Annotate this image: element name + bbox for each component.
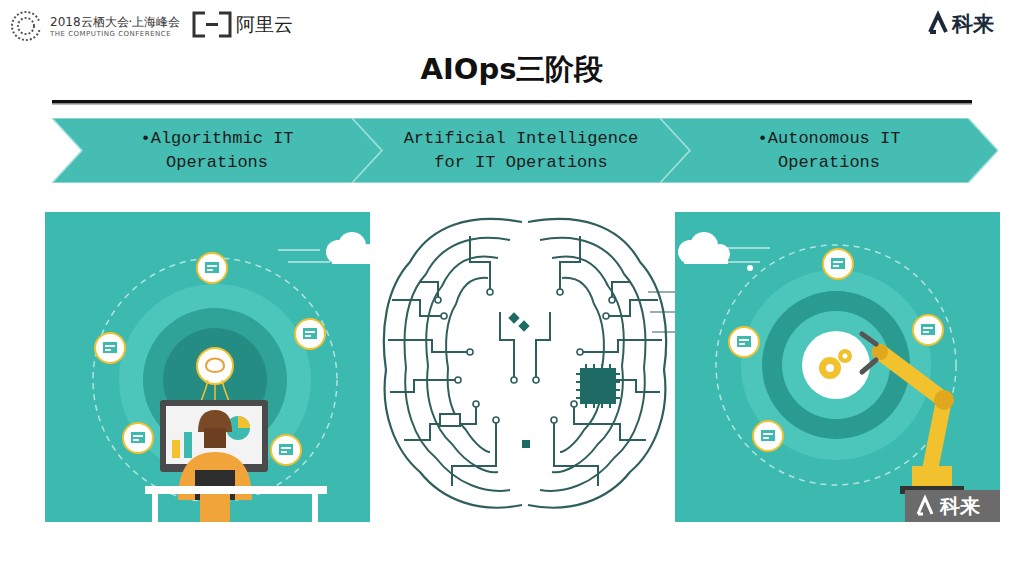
chevron-band: •Autonomous IT Operations <box>660 118 998 183</box>
chevron-shape <box>352 118 690 183</box>
chevron-band: •Algorithmic IT Operations <box>52 118 382 183</box>
text-column: •Autonomous IT Operations <box>729 127 929 175</box>
watermark: 科来 <box>940 493 980 520</box>
brand-logo-text: 阿里云 <box>236 12 293 38</box>
conference-subtitle: THE COMPUTING CONFERENCE <box>50 30 171 38</box>
chevron-text-area: •Autonomous IT Operations <box>660 118 998 183</box>
stage-name: Artificial Intelligence for IT Operation… <box>390 127 652 175</box>
chevron-fill <box>352 118 690 183</box>
chevron-fill <box>52 118 382 183</box>
text-column: •Algorithmic IT Operations <box>117 127 317 175</box>
chevron-text-area: Artificial Intelligence for IT Operation… <box>352 118 690 183</box>
stage-name: •Algorithmic IT Operations <box>117 127 317 175</box>
chevron-fill <box>660 118 998 183</box>
chevron-band: Artificial Intelligence for IT Operation… <box>352 118 690 183</box>
conference-name: 2018云栖大会·上海峰会 <box>50 14 180 31</box>
text-column: Artificial Intelligence for IT Operation… <box>390 127 652 175</box>
chevron-shape <box>52 118 382 183</box>
chevron-text-area: •Algorithmic IT Operations <box>52 118 382 183</box>
stage-name: •Autonomous IT Operations <box>729 127 929 175</box>
brand-logo-text: 科来 <box>952 10 994 38</box>
title: AIOps三阶段 <box>0 50 1024 90</box>
chevron-shape <box>660 118 998 183</box>
